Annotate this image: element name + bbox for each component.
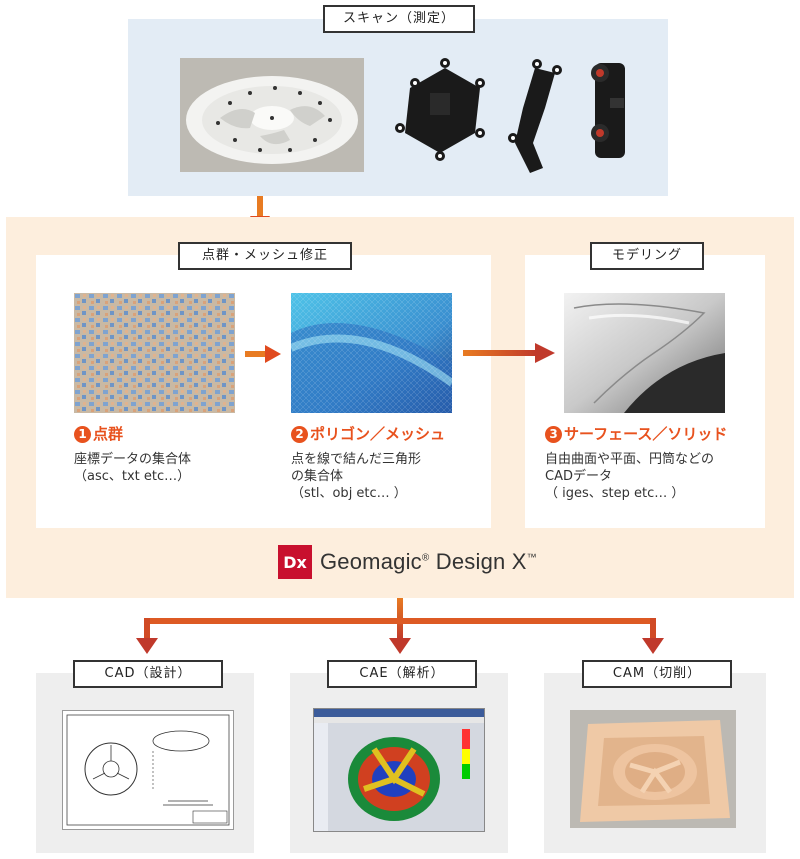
arrow-step2-to-step3 [463,343,555,363]
step3-description: 自由曲面や平面、円筒などの CADデータ （ iges、step etc… ） [545,452,715,501]
branch-arrows [136,598,664,654]
cam-label: CAM（切削） [582,660,732,688]
surface-image [564,293,725,413]
step1-description: 座標データの集合体 （asc、txt etc…） [74,452,192,484]
step2-number-badge: 2 [291,426,308,443]
scanner-devices [395,58,625,173]
arrow-step1-to-step2 [245,345,281,363]
edit-label: 点群・メッシュ修正 [178,242,352,270]
step3-number-badge: 3 [545,426,562,443]
cae-analysis-image [313,708,485,832]
scan-label: スキャン（測定） [323,5,475,33]
wheel-cover-photo [180,58,364,172]
cad-drawing-image [62,710,234,830]
step1-title-text: 点群 [93,425,124,443]
mesh-image [291,293,452,413]
cam-machined-image [570,710,736,828]
step3-title-text: サーフェース／ソリッド [564,425,728,443]
cad-label: CAD（設計） [73,660,223,688]
step2-description: 点を線で結んだ三角形 の集合体 （stl、obj etc… ） [291,452,422,501]
brand-name: Geomagic® Design X™ [320,549,537,574]
cae-label: CAE（解析） [327,660,477,688]
step1-number-badge: 1 [74,426,91,443]
model-label: モデリング [590,242,704,270]
design-x-logo-icon: Dx [278,545,312,579]
point-cloud-image [74,293,235,413]
step2-title-text: ポリゴン／メッシュ [310,425,446,443]
geomagic-brand: Dx Geomagic® Design X™ [278,545,537,579]
